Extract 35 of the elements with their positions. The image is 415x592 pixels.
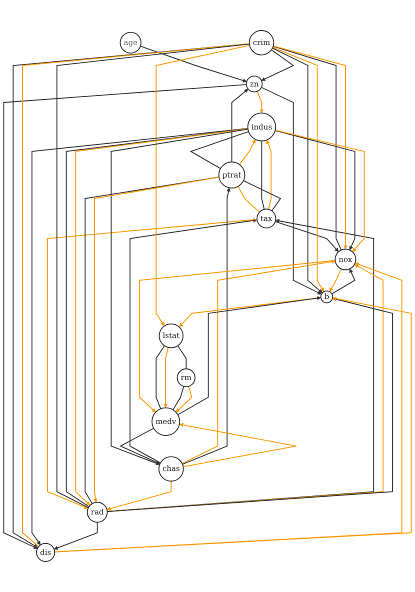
arrow	[260, 86, 322, 294]
arrow	[106, 297, 393, 512]
arrow	[266, 140, 272, 210]
connector	[56, 44, 250, 508]
arrow	[182, 188, 231, 465]
connector	[172, 386, 184, 410]
arrow	[156, 44, 250, 326]
arrow	[176, 386, 192, 412]
arrow	[106, 480, 172, 511]
arrow	[164, 346, 169, 408]
connector	[177, 345, 187, 370]
arrow	[256, 90, 264, 114]
connector	[261, 140, 265, 210]
connector	[238, 186, 260, 213]
arrow	[179, 422, 297, 468]
arrow	[231, 88, 248, 162]
arrow	[106, 264, 384, 512]
connector	[243, 180, 282, 212]
connector	[190, 131, 250, 169]
arrow	[239, 139, 256, 166]
arrow	[329, 268, 342, 292]
connector	[156, 345, 165, 410]
arrow	[120, 428, 160, 464]
arrow	[261, 49, 294, 81]
arrow	[47, 218, 258, 509]
arrow	[140, 46, 247, 82]
arrow	[139, 260, 336, 412]
arrow	[106, 218, 374, 512]
arrow	[177, 296, 322, 416]
arrow	[331, 268, 356, 294]
arrow	[274, 221, 339, 252]
arrow	[110, 128, 248, 466]
arrow	[54, 522, 98, 550]
arrow	[130, 218, 258, 464]
arrow	[31, 128, 248, 546]
